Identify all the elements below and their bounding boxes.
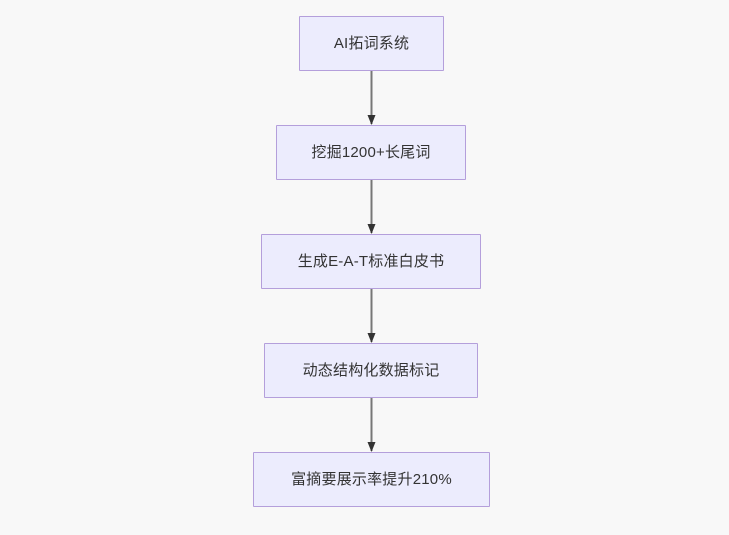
node-label: 生成E-A-T标准白皮书: [297, 252, 445, 270]
flowchart-node-generate-eat-whitepaper[interactable]: 生成E-A-T标准白皮书: [261, 234, 481, 289]
flowchart-node-ai-keyword-system[interactable]: AI拓词系统: [299, 16, 444, 71]
flowchart-node-rich-snippet-rate-increase[interactable]: 富摘要展示率提升210%: [253, 452, 490, 507]
node-label: 挖掘1200+长尾词: [311, 143, 431, 161]
node-label: AI拓词系统: [333, 34, 410, 52]
flowchart-node-mine-longtail-keywords[interactable]: 挖掘1200+长尾词: [276, 125, 466, 180]
node-label: 富摘要展示率提升210%: [291, 470, 452, 488]
node-label: 动态结构化数据标记: [302, 361, 440, 379]
flowchart-node-dynamic-structured-data-markup[interactable]: 动态结构化数据标记: [264, 343, 478, 398]
